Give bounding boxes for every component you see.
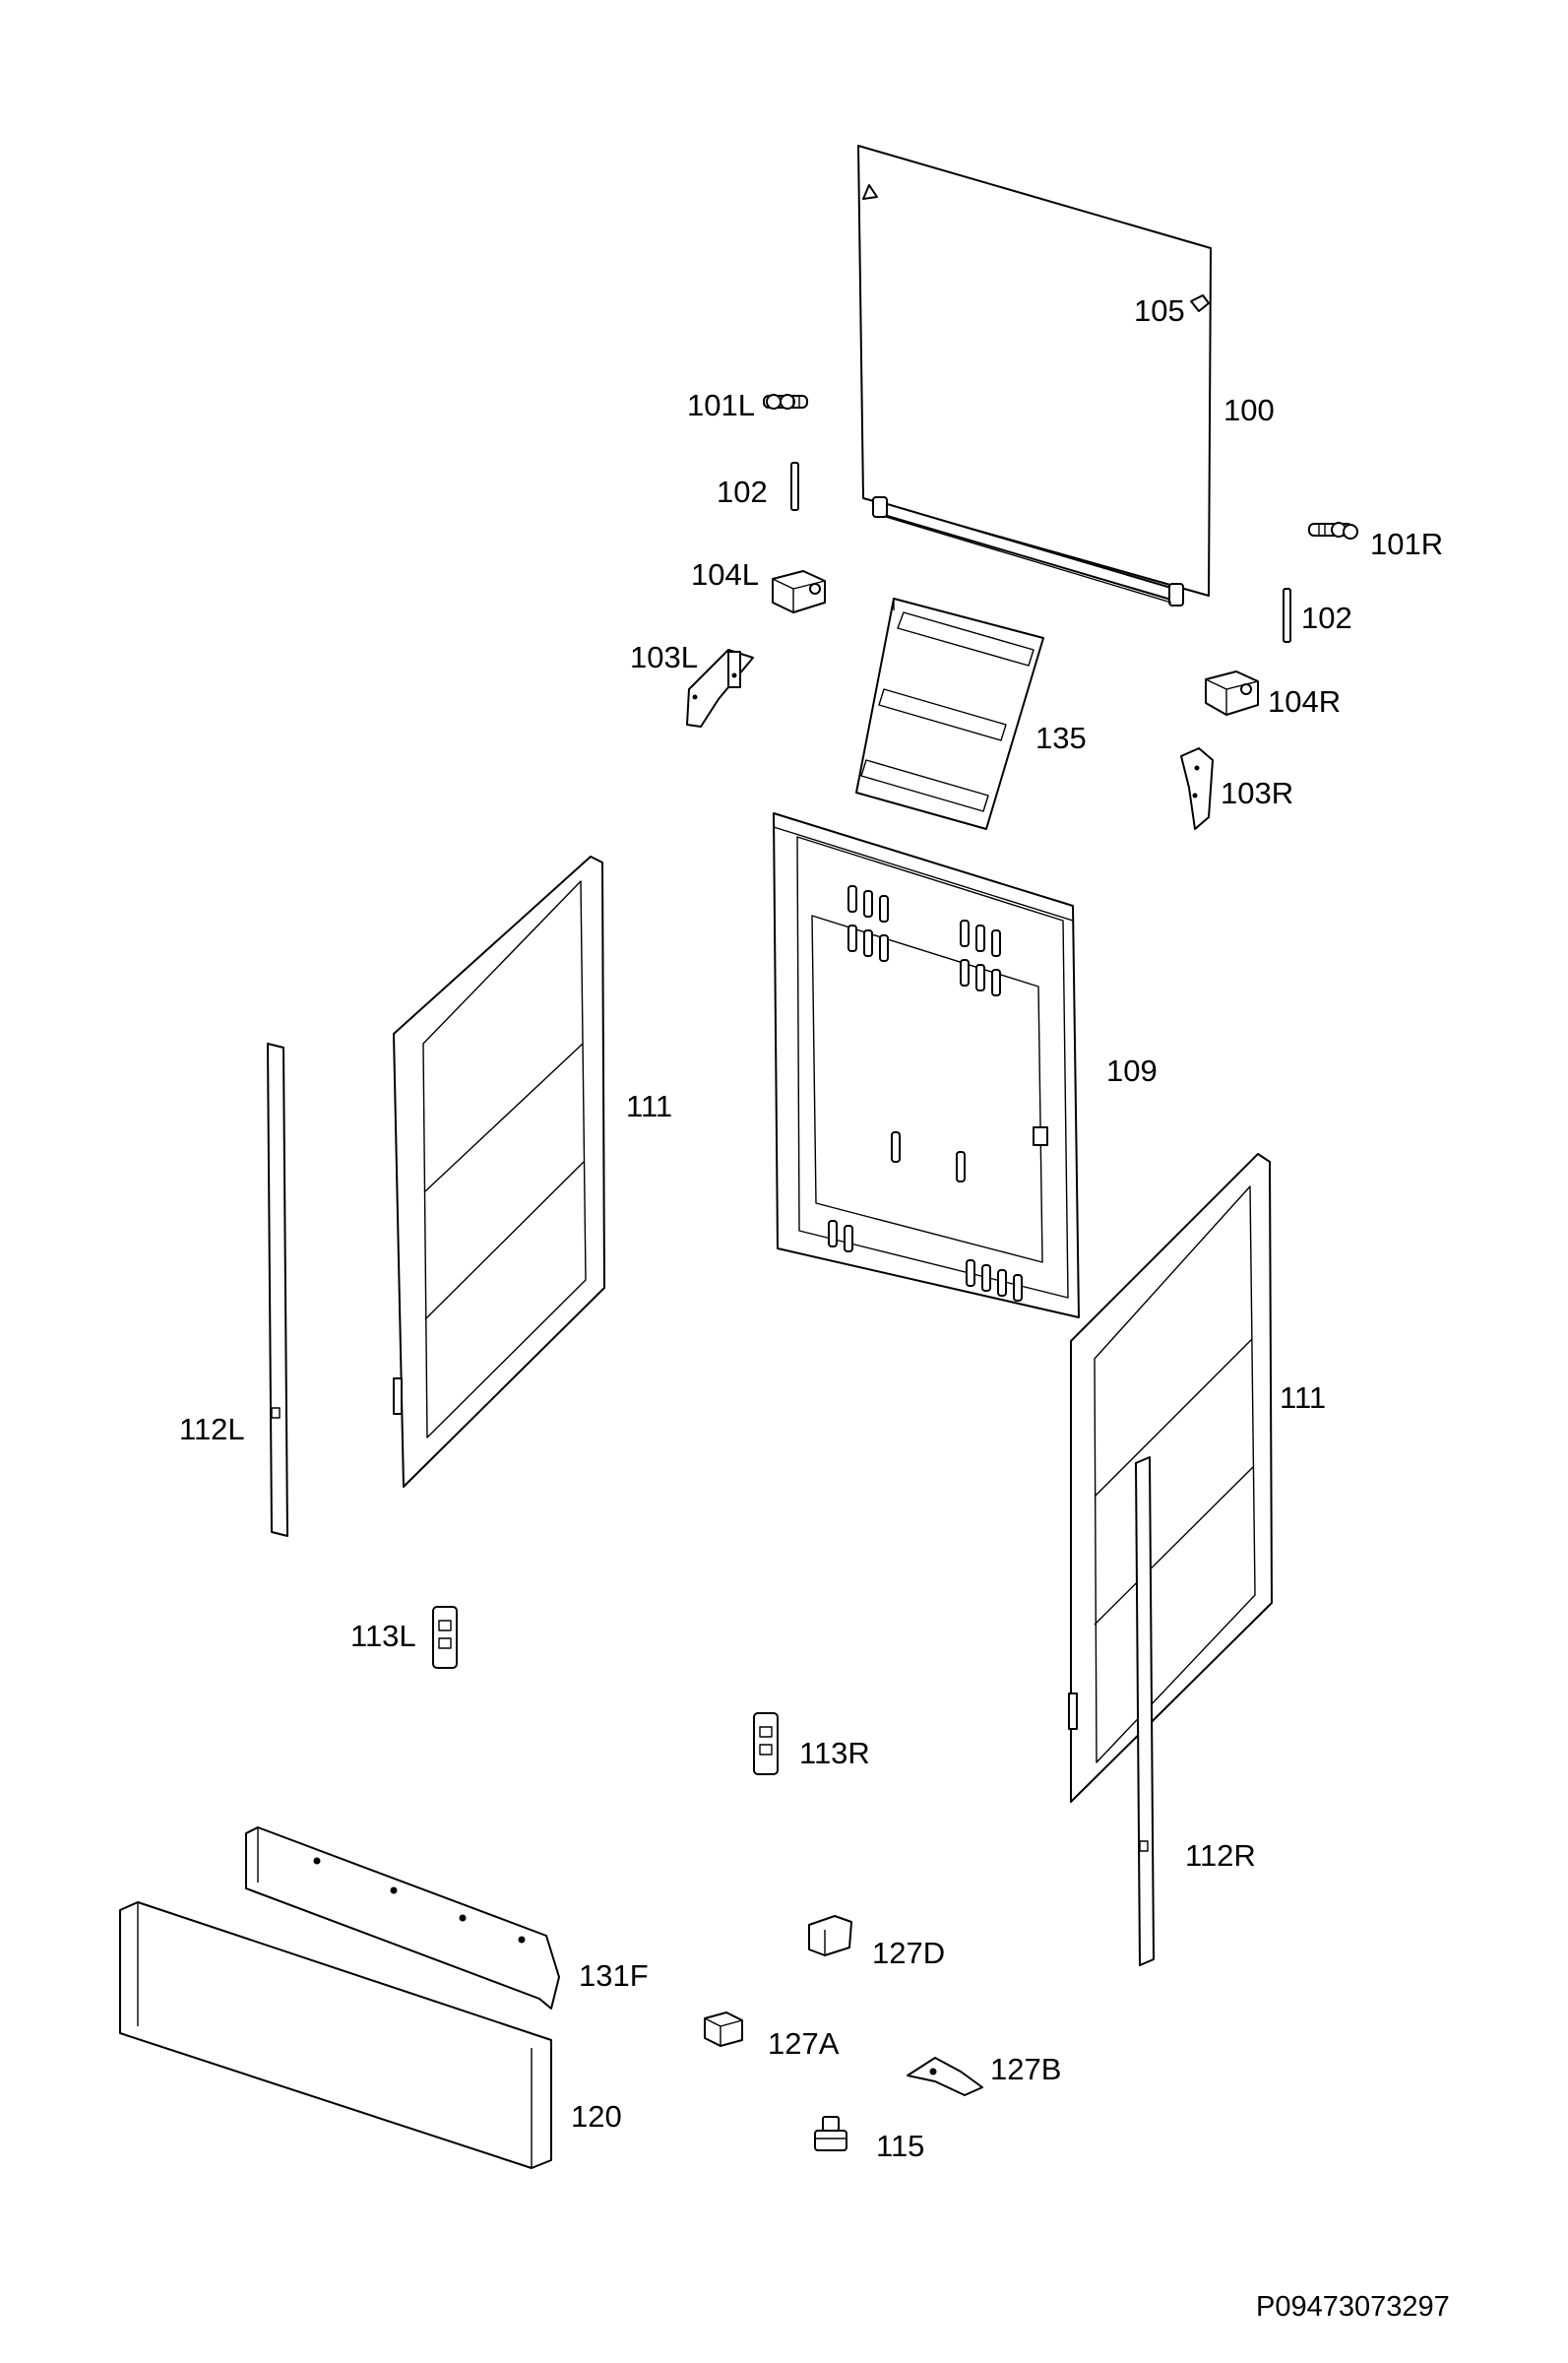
label-131F: 131F xyxy=(579,1958,649,1993)
label-113R: 113R xyxy=(799,1736,870,1770)
part-102-rod-right xyxy=(1283,588,1291,643)
part-131F-front-bracket xyxy=(245,1826,560,2010)
label-113L: 113L xyxy=(350,1619,416,1653)
label-103L: 103L xyxy=(630,640,698,674)
part-112L-rail xyxy=(267,1043,288,1537)
label-109: 109 xyxy=(1106,1054,1158,1088)
label-120: 120 xyxy=(571,2099,622,2134)
part-104R-block xyxy=(1205,671,1259,716)
label-127D: 127D xyxy=(872,1936,945,1970)
label-104R: 104R xyxy=(1268,684,1341,719)
part-127B-angle-bracket xyxy=(907,2057,983,2096)
part-113L-clip xyxy=(432,1606,458,1669)
part-127A-cube xyxy=(704,2012,743,2047)
label-115: 115 xyxy=(876,2129,924,2163)
part-101L-pin xyxy=(763,394,808,410)
label-100: 100 xyxy=(1223,393,1275,427)
label-127B: 127B xyxy=(990,2052,1061,2086)
part-105-clip xyxy=(1190,294,1210,312)
label-111-left: 111 xyxy=(626,1089,672,1123)
part-127D-bracket xyxy=(808,1915,852,1956)
part-113R-clip xyxy=(753,1712,779,1775)
label-103R: 103R xyxy=(1221,776,1293,810)
label-111-right: 111 xyxy=(1280,1380,1326,1415)
part-101R-pin xyxy=(1308,522,1358,540)
part-112R-rail xyxy=(1135,1456,1155,1966)
label-135: 135 xyxy=(1035,721,1087,755)
part-103R-bracket xyxy=(1180,747,1214,830)
part-104L-block xyxy=(772,570,826,613)
part-111-side-frame-left xyxy=(393,856,605,1488)
part-100-glass-panel xyxy=(857,145,1212,607)
label-102-left: 102 xyxy=(717,475,768,509)
label-102-right: 102 xyxy=(1301,601,1352,635)
part-102-rod-left xyxy=(790,462,799,511)
label-127A: 127A xyxy=(768,2026,840,2061)
label-105: 105 xyxy=(1134,293,1185,328)
label-112R: 112R xyxy=(1185,1838,1256,1873)
label-101R: 101R xyxy=(1370,527,1443,561)
part-120-front-panel xyxy=(119,1901,552,2169)
part-115-foot xyxy=(814,2116,847,2151)
label-112L: 112L xyxy=(179,1412,245,1446)
part-103L-bracket xyxy=(686,649,754,728)
label-104L: 104L xyxy=(691,557,759,592)
drawing-code: P09473073297 xyxy=(1256,2291,1450,2323)
part-135-heat-shield xyxy=(855,598,1044,830)
label-101L: 101L xyxy=(687,388,755,422)
part-111-side-frame-right xyxy=(1068,1153,1273,1803)
part-109-rear-panel xyxy=(773,812,1080,1318)
